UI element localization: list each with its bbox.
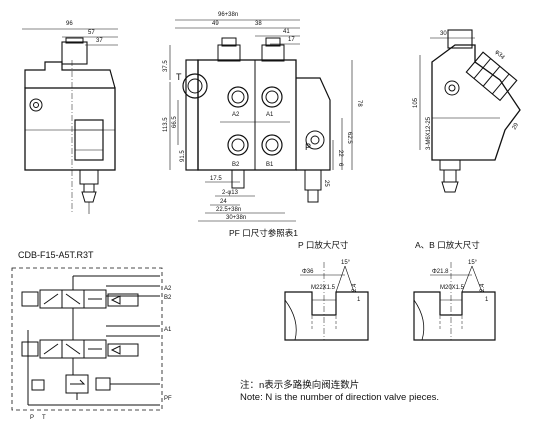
front-dim-2-phi13: 2-φ13 xyxy=(222,190,239,196)
right-dim-thread: 3-M6X12-25 xyxy=(426,116,432,150)
pf-table-caption: PF 口尺寸参照表1 xyxy=(229,228,298,238)
front-port-a2-label: A2 xyxy=(232,112,240,118)
front-dim-24: 24 xyxy=(220,199,227,205)
front-dim-22-5: 22.5+38n xyxy=(216,207,241,213)
front-view: 96+38n 49 38 41 17 37.5 113.5 66.5 91.5 … xyxy=(163,12,362,222)
right-dim-34: φ34 xyxy=(494,49,506,61)
front-port-b2-label: B2 xyxy=(232,162,240,168)
schematic-pf-label: PF xyxy=(164,396,172,402)
p-port-angle: 15° xyxy=(341,260,351,266)
front-dim-91-5: 91.5 xyxy=(180,150,186,162)
front-dim-6: 6 xyxy=(337,163,343,167)
schematic-t-label: T xyxy=(42,415,46,421)
schematic-p-label: P xyxy=(30,415,34,421)
front-dim-78: 78 xyxy=(356,100,362,107)
front-port-a1-label: A1 xyxy=(266,112,274,118)
front-dim-62-5: 62.5 xyxy=(346,132,352,144)
front-dim-22: 22 xyxy=(337,150,343,157)
hydraulic-schematic: A2 B2 A1 PF P T xyxy=(11,267,172,421)
ab-port-title: A、B 口放大尺寸 xyxy=(415,240,480,250)
schematic-b2-label: B2 xyxy=(164,295,172,301)
ab-port-angle: 15° xyxy=(468,260,478,266)
right-dim-30: 30 xyxy=(440,31,447,37)
front-dim-37-5: 37.5 xyxy=(163,60,169,72)
p-port-detail: Φ36 15° M22X1.5 2.4 1 xyxy=(284,260,369,341)
front-port-p-label: P xyxy=(305,142,311,152)
p-port-2-4: 2.4 xyxy=(352,283,358,292)
ab-port-detail: Φ21.8 15° M20X1.5 2.4 1 xyxy=(413,260,496,341)
ab-port-2-4: 2.4 xyxy=(480,283,486,292)
front-dim-41: 41 xyxy=(283,29,290,35)
front-port-b1-label: B1 xyxy=(266,162,274,168)
ab-port-phi21-8: Φ21.8 xyxy=(432,269,449,275)
front-dim-17-5: 17.5 xyxy=(210,176,222,182)
side-dim-37: 37 xyxy=(96,38,103,44)
front-dim-top-total: 96+38n xyxy=(218,12,238,18)
note-english: Note: N is the number of direction valve… xyxy=(240,392,440,403)
ab-port-thread: M20X1.5 xyxy=(440,285,465,291)
side-dim-57: 57 xyxy=(88,30,95,36)
front-dim-17: 17 xyxy=(288,37,295,43)
p-port-thread: M22X1.5 xyxy=(311,285,336,291)
p-port-1: 1 xyxy=(357,297,361,303)
right-dim-105: 105 xyxy=(413,97,419,108)
p-port-phi36: Φ36 xyxy=(302,269,314,275)
model-title: CDB-F15-A5T.R3T xyxy=(18,250,94,260)
side-view: 96 57 37 xyxy=(22,21,118,214)
front-dim-25: 25 xyxy=(323,180,329,187)
front-dim-113-5: 113.5 xyxy=(163,117,169,132)
front-port-t-label: T xyxy=(176,72,182,82)
front-dim-49: 49 xyxy=(212,21,219,27)
schematic-a2-label: A2 xyxy=(164,286,172,292)
p-port-title: P 口放大尺寸 xyxy=(298,240,349,250)
side-dim-96: 96 xyxy=(66,21,73,27)
front-dim-66-5: 66.5 xyxy=(172,116,178,128)
schematic-a1-label: A1 xyxy=(164,327,172,333)
right-view: 30 φ34 105 3-M6X12-25 29 xyxy=(413,29,521,193)
front-dim-38: 38 xyxy=(255,21,262,27)
right-dim-29: 29 xyxy=(512,122,521,131)
ab-port-1: 1 xyxy=(485,297,489,303)
front-dim-30-38n: 30+38n xyxy=(226,215,246,221)
note-chinese: 注：n表示多路换向阀连数片 xyxy=(240,380,360,391)
